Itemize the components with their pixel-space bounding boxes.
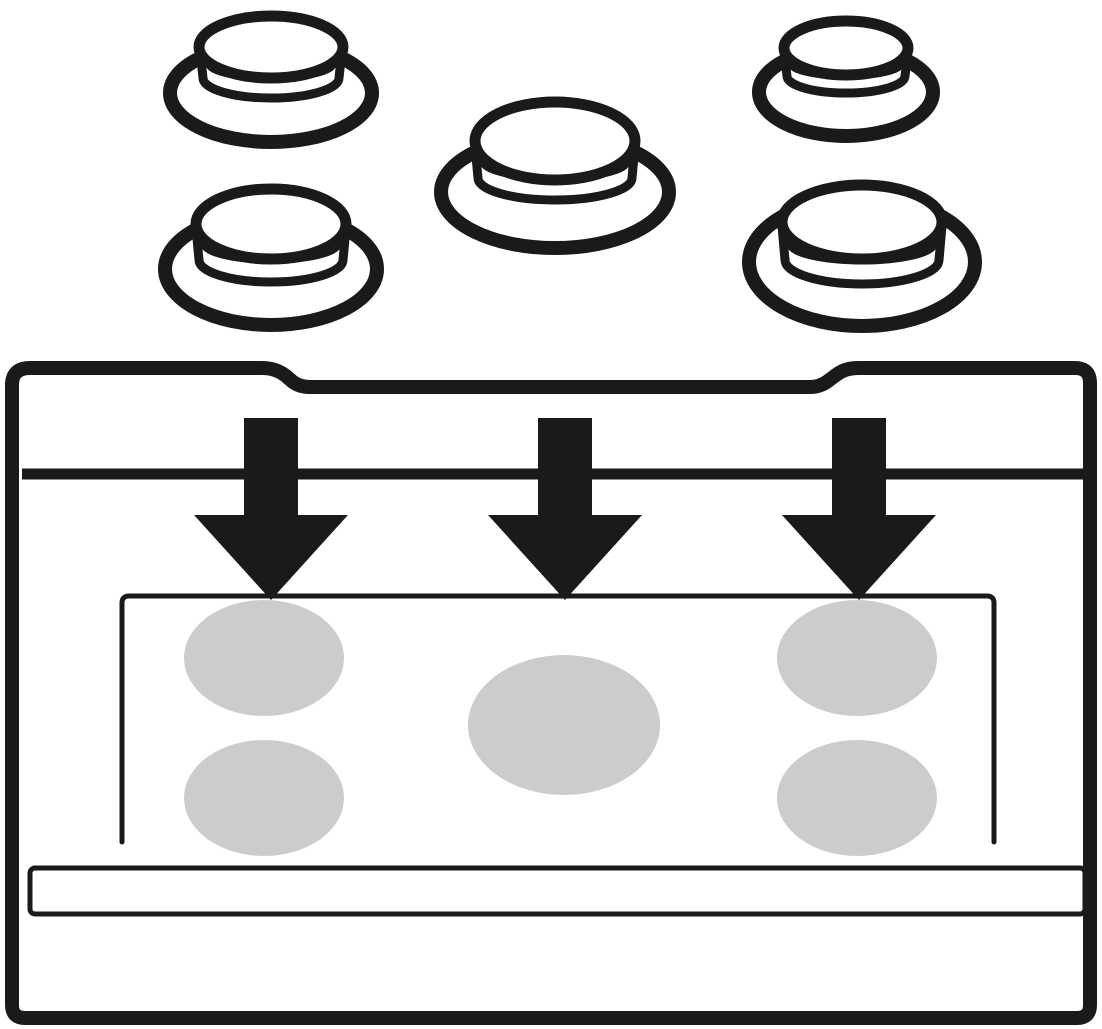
- burner-cap-center: [441, 102, 669, 248]
- burner-caps-group: [165, 16, 975, 326]
- hob-front-rail: [30, 868, 1085, 914]
- burner-position-center: [468, 655, 660, 795]
- burner-position-left-front: [184, 740, 344, 856]
- burner-cap-left-rear: [170, 16, 372, 142]
- burner-position-right-front: [777, 740, 937, 856]
- burner-cap-right-rear: [759, 21, 933, 136]
- burner-position-left-rear: [184, 600, 344, 716]
- burner-cap-right-front: [749, 185, 975, 326]
- burner-position-right-rear: [777, 600, 937, 716]
- hob-body: [12, 368, 1090, 1018]
- burner-cap-left-front: [165, 189, 377, 325]
